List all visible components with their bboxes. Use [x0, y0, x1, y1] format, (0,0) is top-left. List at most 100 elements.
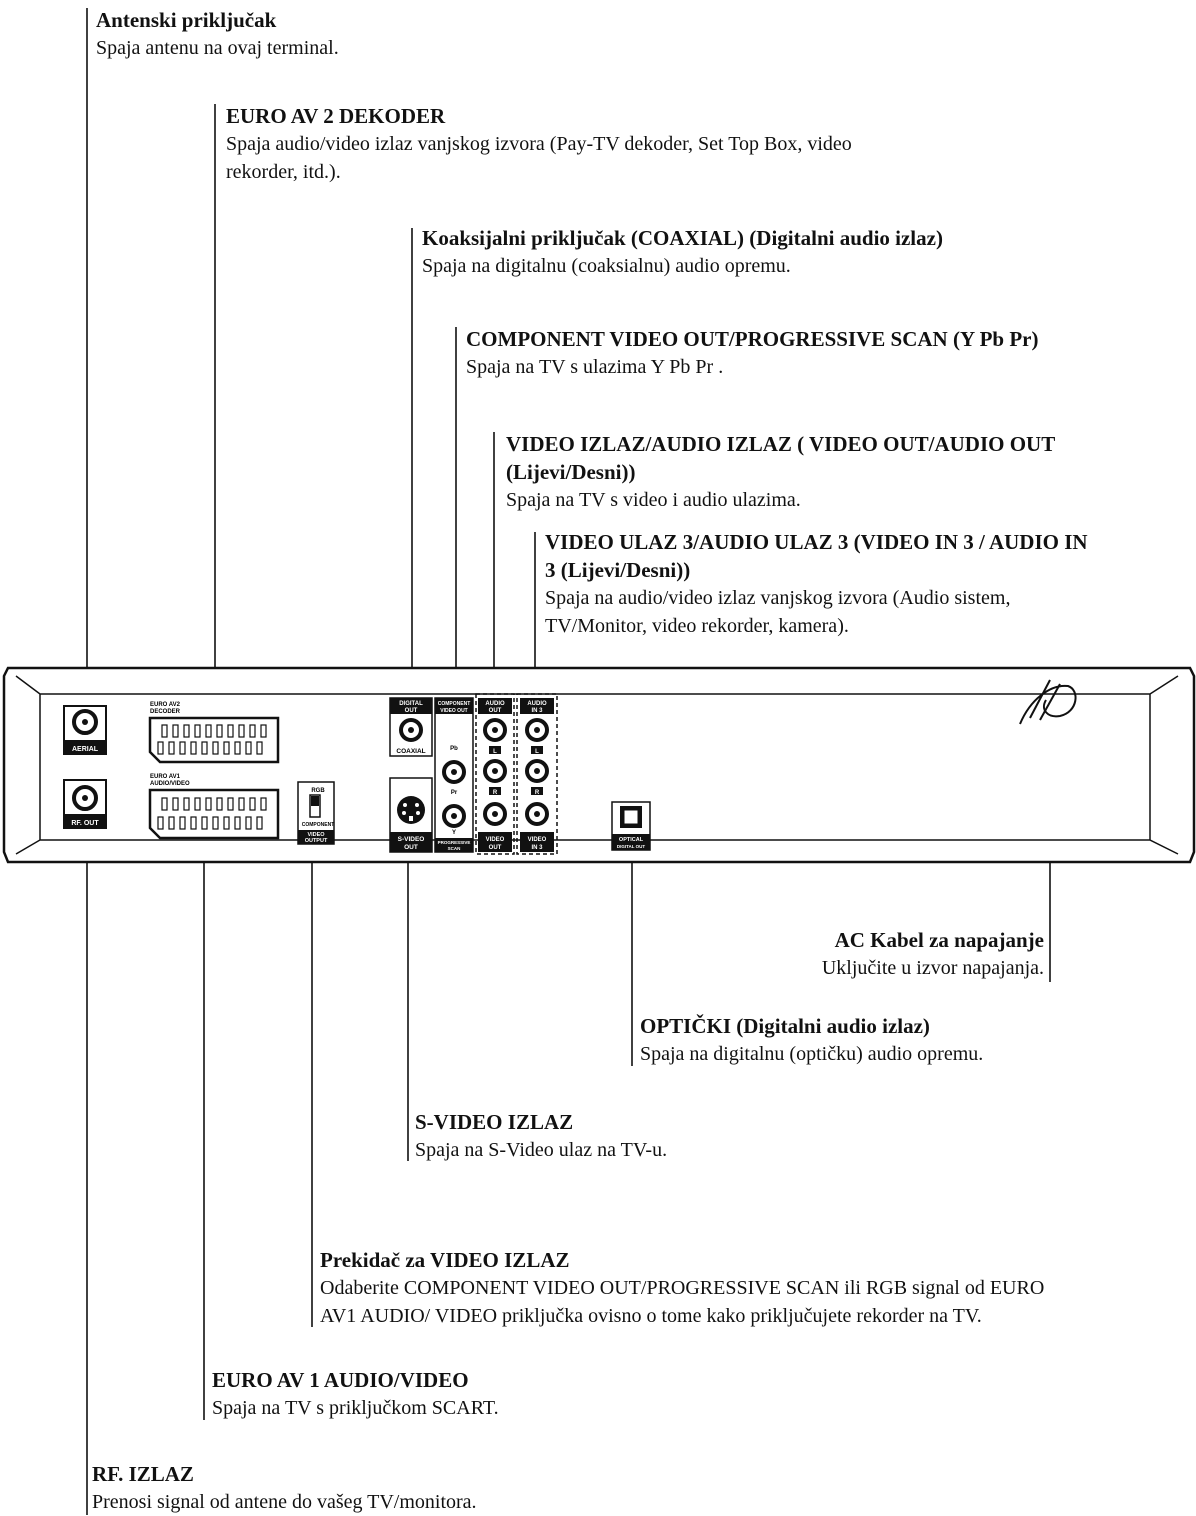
scart-pin — [212, 816, 219, 830]
label-r-in: R — [535, 790, 540, 796]
label-l-in: L — [535, 749, 539, 755]
scart-pin — [201, 741, 208, 755]
scart-pin — [157, 816, 164, 830]
scart-pin — [172, 797, 179, 811]
scart-pin — [205, 797, 212, 811]
label-pr: Pr — [451, 790, 458, 796]
video-out-desc: Spaja na TV s video i audio ulazima. — [506, 489, 801, 511]
euro-av1-title: EURO AV 1 AUDIO/VIDEO — [212, 1368, 469, 1392]
callout-svideo: S-VIDEO IZLAZ Spaja na S-Video ulaz na T… — [415, 1108, 667, 1164]
scart-pin — [183, 797, 190, 811]
label-progressive: PROGRESSIVE — [438, 840, 471, 845]
label-digital: DIGITAL — [399, 701, 423, 707]
euro-av2-desc-1: Spaja audio/video izlaz vanjskog izvora … — [226, 133, 852, 155]
scart-pin — [249, 724, 256, 738]
scart-pin — [190, 816, 197, 830]
coaxial-connector: DIGITAL OUT COAXIAL — [389, 697, 433, 757]
label-aerial: AERIAL — [72, 746, 99, 753]
scart-pin — [223, 741, 230, 755]
label-scan: SCAN — [448, 846, 461, 851]
callout-rf-out: RF. IZLAZ Prenosi signal od antene do va… — [92, 1460, 477, 1516]
label-audio-in: AUDIO — [527, 701, 547, 707]
callout-ac-cable: AC Kabel za napajanje Uključite u izvor … — [822, 926, 1044, 982]
video-out-title-1: VIDEO IZLAZ/AUDIO IZLAZ ( VIDEO OUT/AUDI… — [506, 432, 1056, 456]
label-video-in: VIDEO — [528, 837, 547, 843]
scart-pin — [205, 724, 212, 738]
audio-video-out-connectors: AUDIO OUT L R VIDEO OUT — [475, 693, 515, 855]
scart-pin — [223, 816, 230, 830]
component-title: COMPONENT VIDEO OUT/PROGRESSIVE SCAN (Y … — [466, 327, 1039, 351]
scart-pin — [238, 797, 245, 811]
label-optical: OPTICAL — [619, 837, 644, 843]
euro-av2-scart: EURO AV2 DECODER — [148, 702, 280, 764]
svideo-connector: S-VIDEO OUT — [389, 777, 433, 853]
scart-pin — [157, 741, 164, 755]
label-s-video: S-VIDEO — [398, 836, 425, 843]
video-out-title-2: (Lijevi/Desni)) — [506, 460, 636, 484]
callout-antenna: Antenski priključak Spaja antenu na ovaj… — [96, 6, 339, 62]
scart-pin — [161, 724, 168, 738]
rf-out-connector: RF. OUT — [63, 779, 107, 829]
callout-euro-av2: EURO AV 2 DEKODER Spaja audio/video izla… — [226, 102, 852, 186]
optical-connector: OPTICAL DIGITAL OUT — [611, 801, 651, 851]
scart-pin — [234, 816, 241, 830]
label-y: Y — [452, 830, 456, 836]
scart-pin — [179, 816, 186, 830]
scart-pin — [194, 724, 201, 738]
video-in3-title-2: 3 (Lijevi/Desni)) — [545, 558, 691, 582]
rf-out-desc: Prenosi signal od antene do vašeg TV/mon… — [92, 1491, 477, 1513]
callout-video-in3: VIDEO ULAZ 3/AUDIO ULAZ 3 (VIDEO IN 3 / … — [545, 528, 1088, 640]
label-euro-av2: EURO AV2 — [150, 702, 181, 708]
video-in3-title-1: VIDEO ULAZ 3/AUDIO ULAZ 3 (VIDEO IN 3 / … — [545, 530, 1088, 554]
callout-optical: OPTIČKI (Digitalni audio izlaz) Spaja na… — [640, 1012, 983, 1068]
scart-pin — [234, 741, 241, 755]
scart-pin — [245, 816, 252, 830]
label-component-video: COMPONENT — [438, 701, 471, 707]
scart-pin — [161, 797, 168, 811]
label-rgb: RGB — [311, 788, 325, 794]
label-audio: AUDIO — [485, 701, 505, 707]
scart-pin — [172, 724, 179, 738]
ac-cable-desc: Uključite u izvor napajanja. — [821, 957, 1044, 979]
scart-pin — [216, 724, 223, 738]
video-output-switch: RGB COMPONENT VIDEO OUTPUT — [297, 781, 335, 845]
video-in3-desc-1: Spaja na audio/video izlaz vanjskog izvo… — [545, 587, 1011, 609]
video-switch-desc-2: AV1 AUDIO/ VIDEO priključka ovisno o tom… — [320, 1305, 982, 1327]
scart-pin — [183, 724, 190, 738]
label-component-video-out: VIDEO OUT — [440, 708, 468, 714]
optical-desc: Spaja na digitalnu (optičku) audio oprem… — [640, 1043, 984, 1065]
video-switch-desc-1: Odaberite COMPONENT VIDEO OUT/PROGRESSIV… — [320, 1277, 1045, 1299]
audio-video-in3-connectors: AUDIO IN 3 L R VIDEO IN 3 — [516, 693, 558, 855]
label-pb: Pb — [450, 746, 458, 752]
scart-pin — [194, 797, 201, 811]
callout-component: COMPONENT VIDEO OUT/PROGRESSIVE SCAN (Y … — [466, 325, 1039, 381]
scart-pin — [201, 816, 208, 830]
component-desc: Spaja na TV s ulazima Y Pb Pr . — [466, 356, 724, 378]
ac-cable-title: AC Kabel za napajanje — [834, 928, 1044, 952]
label-l-out: L — [493, 749, 497, 755]
euro-av2-desc-2: rekorder, itd.). — [226, 161, 341, 183]
label-video-in3: IN 3 — [531, 845, 543, 851]
label-audio-video: AUDIO/VIDEO — [150, 781, 190, 787]
label-r-out: R — [493, 790, 498, 796]
scart-pin — [227, 797, 234, 811]
scart-pin — [260, 797, 267, 811]
scart-pin — [212, 741, 219, 755]
scart-pin — [216, 797, 223, 811]
callout-coaxial: Koaksijalni priključak (COAXIAL) (Digita… — [422, 224, 943, 280]
label-video: VIDEO — [486, 837, 505, 843]
label-component: COMPONENT — [302, 822, 335, 828]
label-s-video-out: OUT — [404, 844, 418, 851]
label-output: OUTPUT — [305, 838, 328, 844]
aerial-connector: AERIAL — [63, 705, 107, 755]
svideo-desc: Spaja na S-Video ulaz na TV-u. — [415, 1139, 668, 1161]
callout-video-switch: Prekidač za VIDEO IZLAZ Odaberite COMPON… — [320, 1246, 1044, 1330]
video-switch-title: Prekidač za VIDEO IZLAZ — [320, 1248, 570, 1272]
scart-pin — [190, 741, 197, 755]
scart-pin — [260, 724, 267, 738]
label-decoder: DECODER — [150, 709, 181, 715]
label-digital-out: OUT — [405, 708, 418, 714]
leader-lines — [86, 8, 1051, 1515]
antenna-title: Antenski priključak — [96, 8, 277, 32]
